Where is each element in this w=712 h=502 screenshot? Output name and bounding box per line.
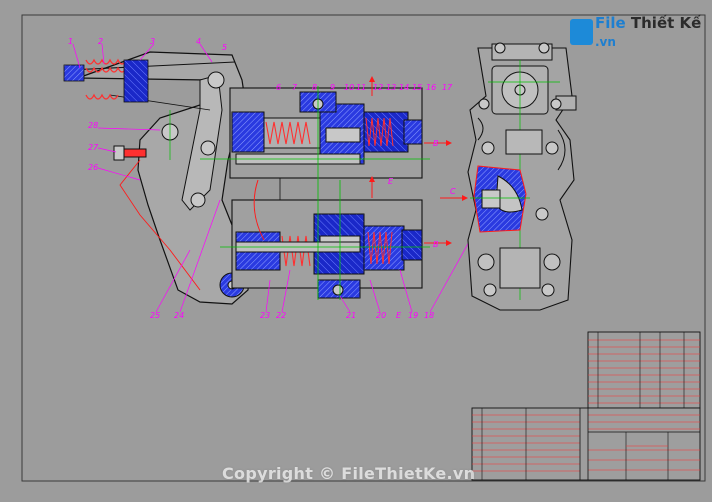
section-view-left	[63, 51, 452, 305]
part-labels-top: 1 2 3 4 5 6 7 8 9 10 11 12 13 14 15 16 1…	[68, 37, 453, 92]
side-view-right	[467, 42, 577, 311]
part-label: 15	[412, 83, 422, 92]
title-block	[471, 331, 701, 481]
part-label: 27	[88, 143, 99, 152]
drawing-border	[21, 14, 706, 482]
part-label: 7	[292, 83, 298, 92]
logo-text-vn: .vn	[594, 35, 616, 49]
section-label-b: B	[433, 240, 439, 249]
part-label: 24	[174, 311, 184, 320]
part-label: 2	[98, 37, 103, 46]
part-label: 11	[356, 83, 366, 92]
filethietke-logo: File Thiết Kế .vn	[570, 14, 712, 50]
leader-lines	[72, 43, 471, 313]
part-label: 9	[330, 83, 335, 92]
section-label-e: E	[388, 177, 394, 186]
part-label: 14	[399, 83, 409, 92]
part-label: 5	[222, 43, 227, 52]
part-label: 26	[88, 163, 98, 172]
part-label: 20	[376, 311, 386, 320]
part-labels-left: 28 27 26	[88, 121, 99, 172]
section-label-e: E	[396, 311, 402, 320]
copyright-watermark: Copyright © FileThietKe.vn	[222, 464, 476, 483]
part-label: 4	[196, 37, 201, 46]
part-labels-bottom: 25 24 23 22 21 20 19 18	[150, 311, 434, 320]
part-label: 10	[344, 83, 354, 92]
part-label: 8	[312, 83, 317, 92]
part-label: 13	[386, 83, 396, 92]
logo-text-thietke: Thiết Kế	[630, 14, 702, 32]
part-label: 21	[346, 311, 356, 320]
section-label-c: C	[450, 187, 456, 196]
part-label: 12	[373, 83, 383, 92]
section-labels: B B C E E	[388, 139, 456, 320]
part-label: 6	[276, 83, 281, 92]
part-label: 3	[150, 37, 155, 46]
logo-text-file: File	[594, 14, 626, 32]
part-label: 18	[424, 311, 434, 320]
part-label: 17	[442, 83, 453, 92]
logo-icon	[570, 19, 593, 45]
logo-text: File Thiết Kế .vn	[595, 14, 712, 50]
part-label: 28	[88, 121, 98, 130]
part-label: 16	[426, 83, 436, 92]
part-label: 22	[276, 311, 286, 320]
part-label: 25	[150, 311, 160, 320]
part-label: 19	[408, 311, 418, 320]
section-label-b: B	[433, 139, 439, 148]
part-label: 23	[260, 311, 270, 320]
part-label: 1	[68, 37, 73, 46]
